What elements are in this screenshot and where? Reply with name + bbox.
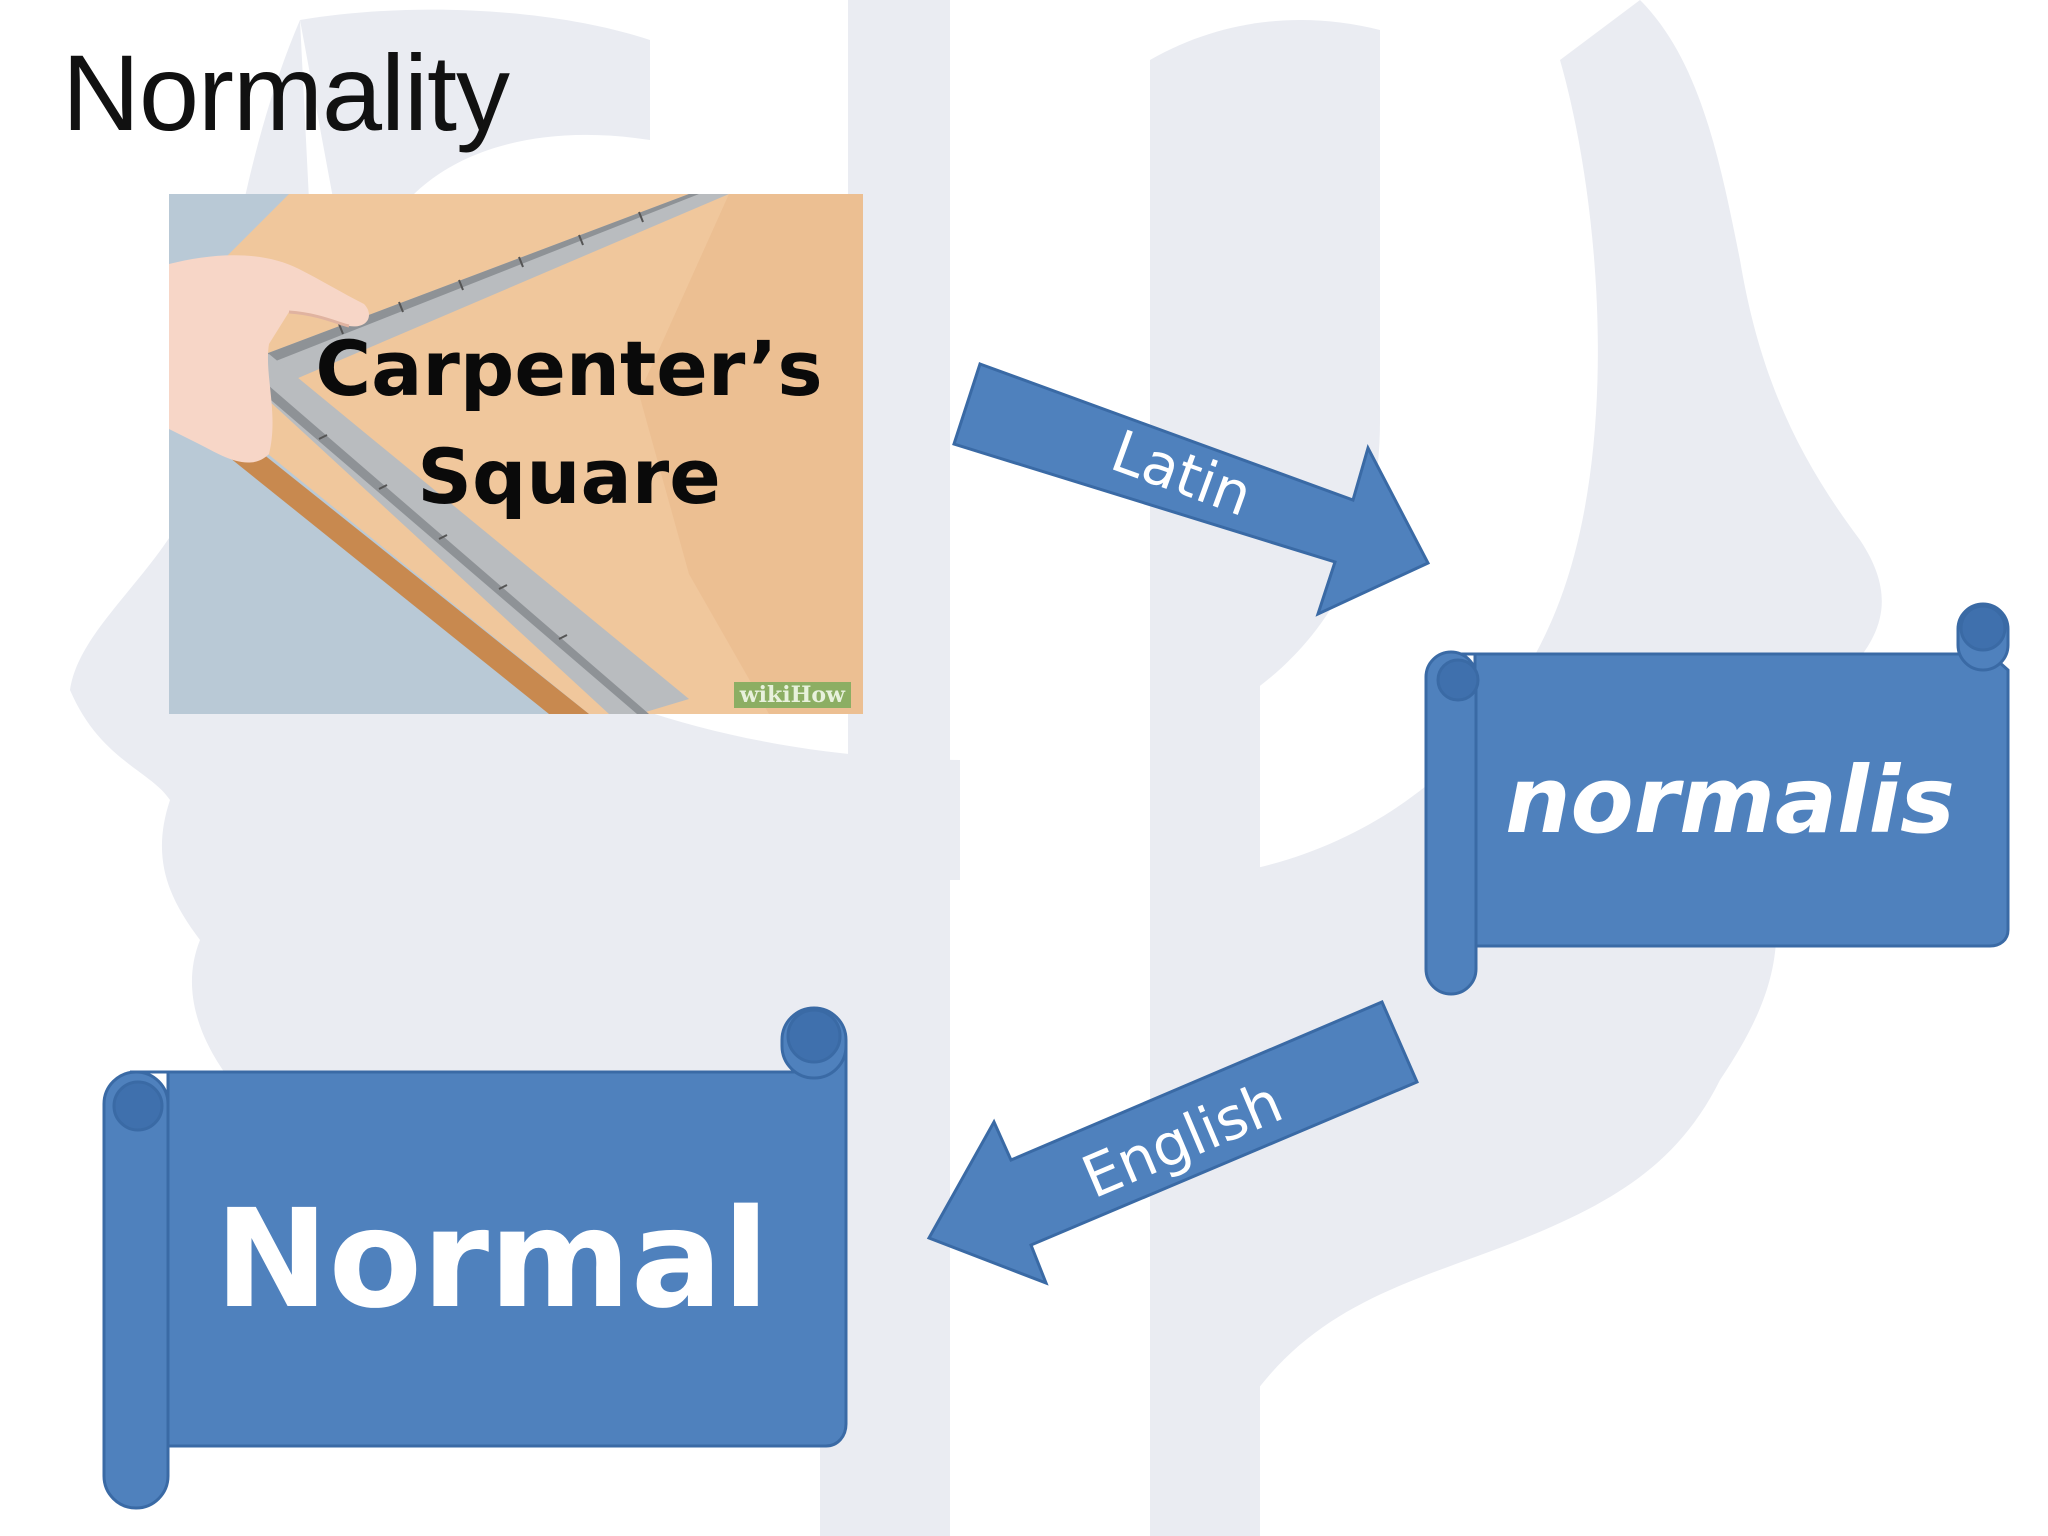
latin-word: normalis	[1505, 747, 1955, 854]
english-word: Normal	[215, 1181, 769, 1339]
english-arrow: English	[926, 1000, 1419, 1286]
latin-arrow: Latin	[952, 362, 1431, 617]
carpenters-square-image: Carpenter’s Square wikiHow	[169, 194, 863, 714]
carpenters-square-illustration	[169, 194, 863, 714]
image-caption-line1: Carpenter’s	[315, 324, 823, 413]
normalis-scroll: normalis	[1424, 602, 2010, 996]
slide-title: Normality	[62, 32, 510, 153]
normal-scroll: Normal	[102, 1006, 848, 1510]
image-caption-line2: Square	[417, 432, 721, 521]
wikihow-watermark: wikiHow	[733, 682, 851, 708]
